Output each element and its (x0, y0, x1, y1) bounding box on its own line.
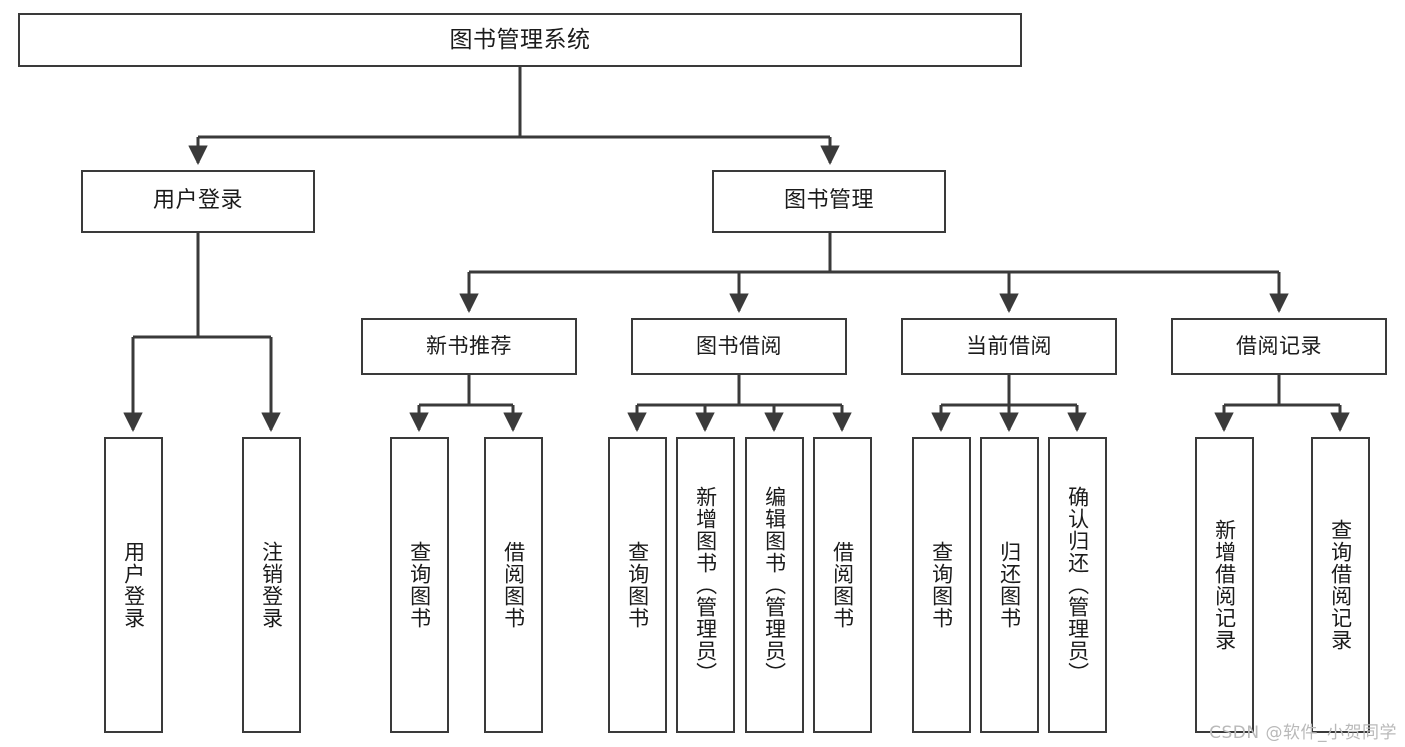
node-book-borrow[interactable]: 图书借阅 (631, 318, 847, 375)
node-label: 借阅图书 (830, 541, 855, 629)
node-current-borrow[interactable]: 当前借阅 (901, 318, 1117, 375)
node-root-system[interactable]: 图书管理系统 (18, 13, 1022, 67)
node-label: 新增借阅记录 (1212, 519, 1237, 651)
node-user-login[interactable]: 用户登录 (81, 170, 315, 233)
node-leaf-book-borrow-1[interactable]: 查询图书 (608, 437, 667, 733)
node-label: 借阅图书 (501, 541, 526, 629)
node-label: 确认归还（管理员） (1065, 486, 1090, 684)
node-label: 查询图书 (929, 541, 954, 629)
node-label: 图书管理 (783, 188, 874, 214)
node-label: 编辑图书（管理员） (762, 486, 787, 684)
node-leaf-current-borrow-3[interactable]: 确认归还（管理员） (1048, 437, 1107, 733)
node-label: 新增图书（管理员） (693, 486, 718, 684)
node-label: 查询图书 (625, 541, 650, 629)
node-new-book-recommend[interactable]: 新书推荐 (361, 318, 577, 375)
node-book-manage[interactable]: 图书管理 (712, 170, 946, 233)
node-label: 注销登录 (259, 541, 284, 629)
node-leaf-user-login-2[interactable]: 注销登录 (242, 437, 301, 733)
node-leaf-user-login-1[interactable]: 用户登录 (104, 437, 163, 733)
node-label: 当前借阅 (966, 333, 1052, 358)
node-leaf-current-borrow-2[interactable]: 归还图书 (980, 437, 1039, 733)
node-label: 用户登录 (121, 541, 146, 629)
node-leaf-book-borrow-3[interactable]: 编辑图书（管理员） (745, 437, 804, 733)
node-leaf-current-borrow-1[interactable]: 查询图书 (912, 437, 971, 733)
node-leaf-book-borrow-2[interactable]: 新增图书（管理员） (676, 437, 735, 733)
watermark-text: CSDN @软件_小贺同学 (1209, 723, 1397, 743)
node-label: 查询图书 (407, 541, 432, 629)
node-label: 借阅记录 (1236, 333, 1322, 358)
node-label: 图书管理系统 (449, 26, 591, 53)
node-label: 图书借阅 (696, 333, 782, 358)
node-label: 归还图书 (997, 541, 1022, 629)
node-leaf-borrow-record-2[interactable]: 查询借阅记录 (1311, 437, 1370, 733)
node-leaf-new-book-2[interactable]: 借阅图书 (484, 437, 543, 733)
node-label: 查询借阅记录 (1328, 519, 1353, 651)
node-leaf-book-borrow-4[interactable]: 借阅图书 (813, 437, 872, 733)
node-leaf-borrow-record-1[interactable]: 新增借阅记录 (1195, 437, 1254, 733)
node-leaf-new-book-1[interactable]: 查询图书 (390, 437, 449, 733)
node-borrow-record[interactable]: 借阅记录 (1171, 318, 1387, 375)
node-label: 新书推荐 (426, 333, 512, 358)
node-label: 用户登录 (152, 188, 243, 214)
